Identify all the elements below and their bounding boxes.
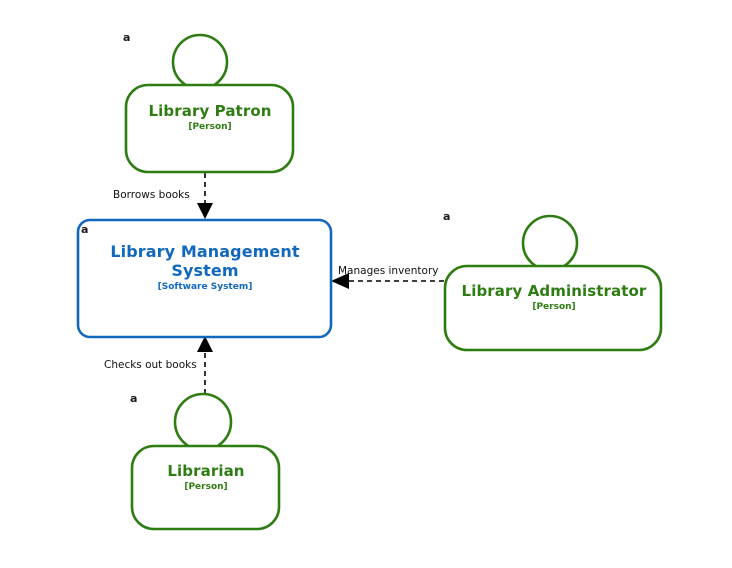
edge-label-borrows-books: Borrows books bbox=[113, 189, 190, 201]
edge-librarian-checks-out bbox=[197, 336, 213, 394]
system-box-shape bbox=[76, 218, 333, 339]
arrowhead-borrows bbox=[197, 203, 213, 219]
arrowhead-checks-out bbox=[197, 336, 213, 352]
person-head-icon bbox=[171, 33, 229, 91]
person-shape-patron bbox=[124, 33, 295, 174]
corner-marker-system: a bbox=[81, 223, 89, 236]
person-shape-administrator bbox=[443, 214, 663, 352]
system-shape bbox=[76, 218, 333, 339]
person-body-shape bbox=[130, 444, 281, 531]
corner-marker-librarian: a bbox=[130, 392, 138, 405]
corner-marker-patron: a bbox=[123, 31, 131, 44]
node-library-management-system[interactable]: Library Management System [Software Syst… bbox=[76, 218, 334, 340]
edge-admin-manages bbox=[331, 273, 444, 289]
node-library-patron[interactable]: Library Patron [Person] bbox=[110, 28, 310, 180]
edge-label-manages-inventory: Manages inventory bbox=[338, 265, 439, 277]
node-librarian[interactable]: Librarian [Person] bbox=[118, 390, 294, 532]
corner-marker-administrator: a bbox=[443, 210, 451, 223]
person-body-shape bbox=[124, 83, 295, 174]
arrowhead-manages bbox=[331, 273, 349, 289]
edge-patron-borrows bbox=[197, 173, 213, 219]
edge-label-checks-out-books: Checks out books bbox=[104, 359, 197, 371]
person-head-icon bbox=[173, 392, 233, 452]
person-body-shape bbox=[443, 264, 663, 352]
node-library-administrator[interactable]: Library Administrator [Person] bbox=[430, 210, 678, 358]
person-head-icon bbox=[521, 214, 579, 272]
person-shape-librarian bbox=[130, 392, 281, 531]
